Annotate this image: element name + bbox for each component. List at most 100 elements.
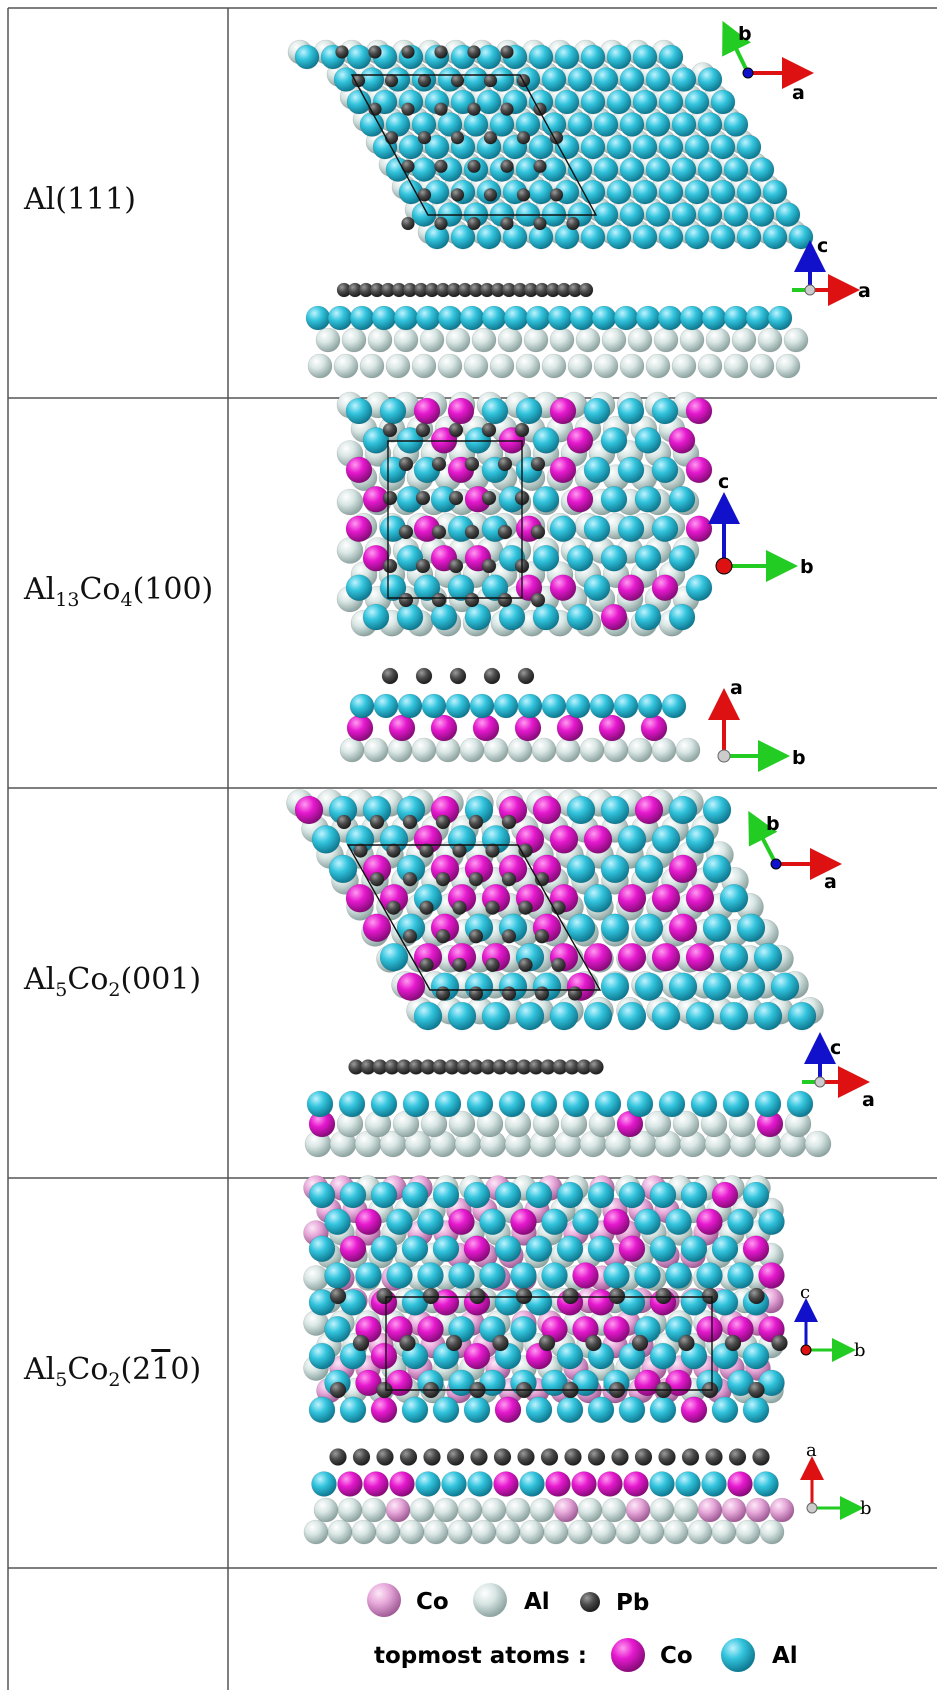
al-substrate-atom	[447, 1519, 473, 1545]
topmost-atom	[668, 544, 696, 572]
topmost-atom	[696, 1262, 723, 1289]
topmost-atom	[479, 1208, 506, 1236]
al-substrate-atom	[627, 737, 653, 763]
pb-atom	[518, 900, 533, 916]
axes-row3-side: c a	[802, 1032, 875, 1111]
substrate-atom	[337, 1497, 363, 1523]
topmost-atom	[634, 603, 662, 631]
axis-label-a: a	[730, 677, 743, 699]
al-topmost-atom	[754, 1090, 782, 1118]
pb-atom	[634, 1448, 653, 1466]
topmost-atom	[417, 1315, 444, 1343]
topmost-atom	[363, 1471, 389, 1497]
pb-atom	[485, 957, 500, 973]
pb-atom	[386, 900, 401, 916]
pb-atom	[467, 45, 481, 59]
al-substrate-atom	[375, 1519, 401, 1545]
topmost-atom	[566, 913, 596, 943]
co-topmost-atom	[598, 714, 626, 742]
al-topmost-atom	[373, 693, 399, 719]
al-topmost-atom	[525, 305, 551, 331]
pb-atom	[335, 45, 349, 59]
al-substrate-atom	[575, 327, 601, 353]
al-topmost-atom	[593, 157, 619, 182]
topmost-atom	[587, 1235, 615, 1262]
al-topmost-atom	[503, 305, 529, 331]
pb-atom	[448, 490, 464, 506]
topmost-atom	[583, 397, 611, 425]
legend-topmost-al-label: Al	[772, 1643, 798, 1669]
topmost-atom	[324, 1315, 351, 1343]
al-topmost-atom	[547, 305, 573, 331]
pb-atom	[431, 524, 447, 540]
topmost-atom	[345, 574, 373, 602]
pb-atom	[450, 188, 465, 202]
topmost-atom	[583, 574, 611, 602]
pb-atom	[398, 592, 414, 608]
topmost-atom	[736, 913, 766, 943]
legend-topmost-co-sphere-icon	[611, 1638, 645, 1672]
co-topmost-atom	[556, 714, 584, 742]
al-topmost-atom	[476, 224, 502, 250]
al-topmost-atom	[697, 202, 723, 227]
al-substrate-atom	[567, 1519, 593, 1545]
topmost-atom	[532, 427, 560, 454]
topmost-atom	[702, 913, 732, 943]
topmost-atom	[680, 1396, 708, 1424]
topmost-atom	[556, 1181, 584, 1209]
pb-atom	[434, 45, 448, 59]
pb-atom	[434, 159, 448, 174]
pb-atom	[681, 1448, 700, 1466]
topmost-atom	[685, 515, 713, 543]
al-substrate-atom	[393, 327, 419, 353]
axis-label-b: b	[792, 747, 806, 769]
al-substrate-atom	[775, 353, 801, 379]
al-topmost-atom	[541, 67, 567, 92]
al-topmost-atom	[424, 134, 450, 160]
row-label-part: Co	[67, 962, 109, 997]
topmost-atom	[742, 1235, 770, 1262]
al-substrate-atom	[723, 353, 749, 379]
topmost-atom	[727, 1262, 754, 1289]
al-substrate-atom	[339, 737, 365, 763]
topmost-atom	[448, 1262, 475, 1289]
al-topmost-atom	[463, 112, 489, 137]
topmost-atom	[753, 942, 783, 972]
al-topmost-atom	[745, 305, 771, 331]
topmost-atom	[649, 1342, 677, 1370]
topmost-atom	[736, 972, 766, 1002]
topmost-atom	[583, 825, 613, 854]
al-substrate-atom	[363, 737, 389, 763]
pb-atom	[516, 188, 531, 202]
substrate-atom	[644, 1110, 672, 1138]
al-topmost-atom	[671, 202, 697, 227]
al-topmost-atom	[530, 1090, 558, 1118]
al-topmost-atom	[305, 305, 331, 331]
topmost-atom	[324, 1262, 351, 1289]
topmost-atom	[549, 825, 579, 854]
row-label-part: Al	[24, 572, 56, 607]
pb-atom	[399, 1334, 416, 1352]
co-topmost-atom	[640, 714, 668, 742]
al-substrate-atom	[735, 1519, 761, 1545]
row-label-al111: Al(111)	[24, 182, 136, 217]
pb-atom	[382, 558, 398, 574]
topmost-atom	[355, 1262, 382, 1289]
al-topmost-atom	[661, 693, 687, 719]
al-substrate-atom	[519, 1519, 545, 1545]
al-substrate-atom	[671, 353, 697, 379]
topmost-atom	[770, 972, 800, 1002]
topmost-atom	[600, 485, 628, 513]
topmost-atom	[430, 603, 458, 631]
topmost-atom	[447, 1001, 477, 1031]
topmost-atom	[702, 972, 732, 1002]
pb-atom	[514, 422, 530, 438]
pb-atom	[431, 456, 447, 472]
al-topmost-atom	[589, 693, 615, 719]
atom-structures	[286, 39, 832, 1545]
topmost-atom	[634, 485, 662, 513]
topmost-atom	[481, 1001, 511, 1031]
topmost-atom	[308, 1342, 336, 1370]
al-topmost-atom	[541, 693, 567, 719]
legend-pb-label: Pb	[616, 1590, 649, 1616]
